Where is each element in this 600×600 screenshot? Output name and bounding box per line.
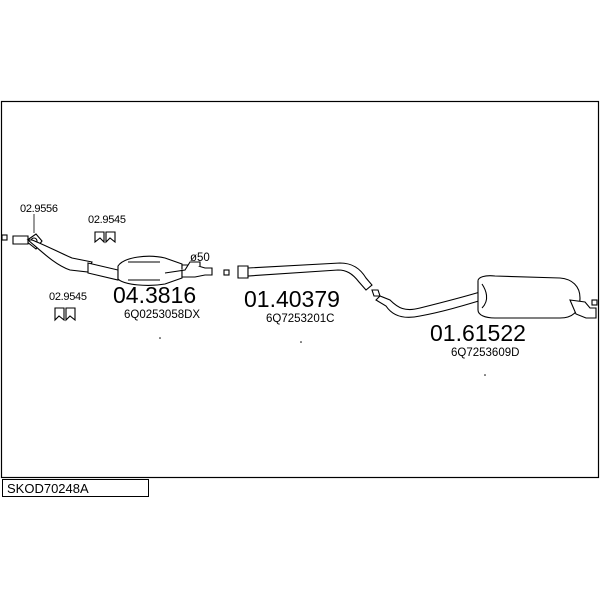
diagram-frame	[0, 100, 600, 479]
front-clamp-icon[interactable]	[1, 234, 8, 241]
rear-silencer-icon[interactable]	[375, 275, 598, 319]
rubber-mount-lower-icon[interactable]	[54, 307, 76, 322]
part-number-01-40379: 01.40379	[244, 286, 340, 312]
oe-ref-6Q7253201C: 6Q7253201C	[266, 313, 334, 325]
diameter-label: ø50	[190, 252, 210, 264]
part-number-04-3816: 04.3816	[113, 282, 196, 308]
oe-ref-6Q0253058DX: 6Q0253058DX	[124, 309, 200, 321]
part-number-02-9545-lower: 02.9545	[49, 291, 87, 303]
leader-dot	[159, 337, 161, 339]
part-number-02-9545-upper: 02.9545	[88, 214, 126, 226]
part-number-01-61522: 01.61522	[430, 320, 526, 346]
front-pipe-catalytic-converter-icon[interactable]	[12, 235, 213, 286]
middle-pipe-icon[interactable]	[237, 262, 373, 291]
clamp-1-icon[interactable]	[223, 269, 230, 276]
kit-code-box: SKOD70248A	[2, 479, 149, 497]
rubber-mount-upper-icon[interactable]	[94, 231, 116, 244]
oe-ref-6Q7253609D: 6Q7253609D	[451, 347, 519, 359]
kit-code: SKOD70248A	[7, 481, 89, 496]
leader-dot	[484, 374, 486, 376]
clamp-2-icon[interactable]	[371, 289, 381, 297]
leader-dot	[300, 341, 302, 343]
part-number-02-9556: 02.9556	[20, 203, 58, 215]
